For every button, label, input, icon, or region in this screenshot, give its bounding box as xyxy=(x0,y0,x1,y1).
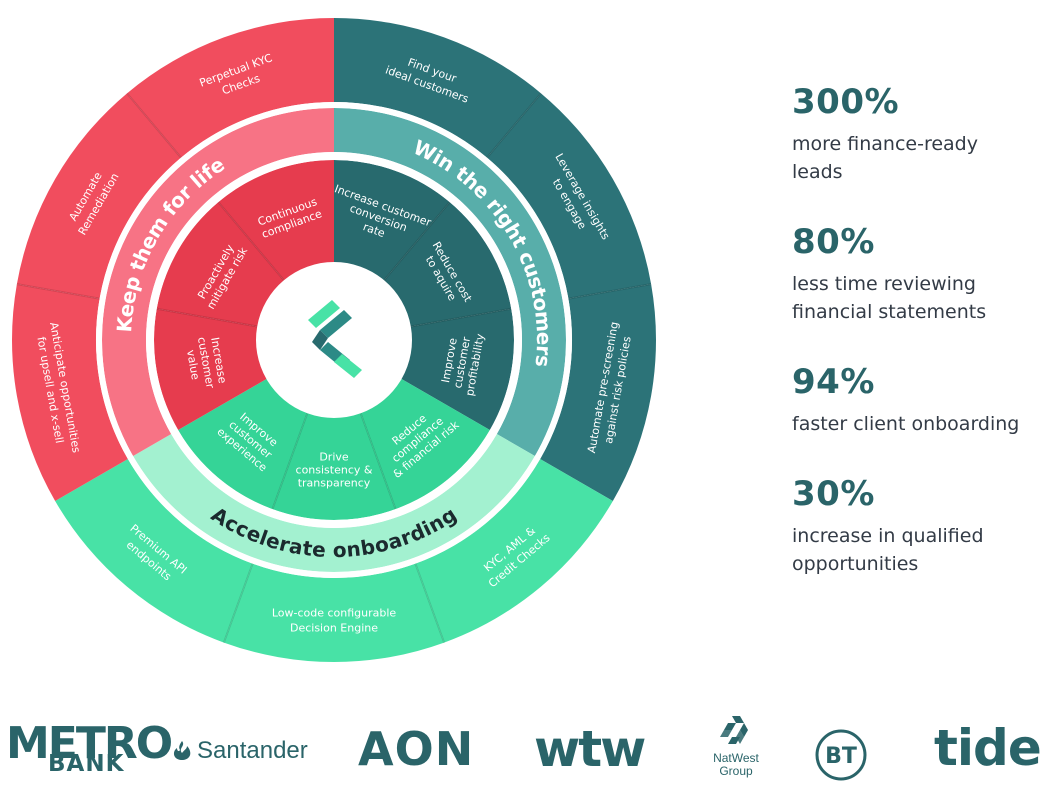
outer-segment-perpetual-kyc xyxy=(127,17,334,158)
inner-segment-reduce-compliance-risk xyxy=(360,379,490,510)
ring-gap xyxy=(146,152,522,528)
band-teal xyxy=(334,108,566,456)
flame-icon xyxy=(173,741,191,760)
stat-item: 30% increase in qualified opportunities xyxy=(792,474,1040,578)
segment-divider xyxy=(359,412,397,510)
tide-logo: tide xyxy=(934,719,1040,777)
inner-segment-increase-customer-value xyxy=(153,308,267,430)
segment-divider xyxy=(222,563,254,643)
segment-divider xyxy=(156,307,258,328)
outer-segment-low-code-engine xyxy=(223,563,445,662)
stat-value: 80% xyxy=(792,222,875,262)
outer-segment-find-ideal-customers xyxy=(334,18,541,158)
stat-label: more finance-ready leads xyxy=(792,130,1040,186)
outer-segment-leverage-insights xyxy=(486,93,652,299)
inner-segment-mitigate-risk xyxy=(156,202,284,327)
inner-segment-drive-consistency xyxy=(272,413,396,520)
stat-label-line: less time reviewing xyxy=(792,273,976,295)
band-green xyxy=(133,434,535,572)
segment-divider xyxy=(217,201,285,281)
stat-label-line: increase in qualified xyxy=(792,525,984,547)
natwest-wordmark: NatWest xyxy=(713,751,759,765)
inner-segment-reduce-acquire-cost xyxy=(384,202,512,327)
stat-label-line: financial statements xyxy=(792,301,987,323)
outer-segment-automate-prescreening xyxy=(540,284,656,501)
ring-gap xyxy=(96,102,572,578)
segment-divider xyxy=(410,307,512,328)
stat-label-line: opportunities xyxy=(792,553,919,575)
inner-segment-increase-conversion xyxy=(334,160,450,281)
metro-bank-logo: METRO xyxy=(6,718,173,769)
stat-value: 94% xyxy=(792,362,875,402)
stat-label: faster client onboarding xyxy=(792,410,1040,438)
metro-bank-logo-subtitle: BANK xyxy=(48,751,125,777)
outer-segment-automate-remediation xyxy=(16,93,182,299)
segment-divider xyxy=(271,412,309,510)
stat-item: 94% faster client onboarding xyxy=(792,362,1040,438)
inner-segment-continuous-compliance xyxy=(218,160,334,281)
bt-logo: BT xyxy=(814,728,868,782)
stat-item: 300% more finance-ready leads xyxy=(792,82,1040,186)
stat-value: 30% xyxy=(792,474,875,514)
band-red xyxy=(102,108,335,456)
stat-label: less time reviewing financial statements xyxy=(792,270,1040,326)
stat-label: increase in qualified opportunities xyxy=(792,522,1040,578)
bt-wordmark: BT xyxy=(825,744,857,769)
natwest-cube-icon xyxy=(720,716,748,744)
inner-label-improve-profitability: Improvecustomerprofitability xyxy=(438,328,487,397)
brand-logo-icon xyxy=(308,300,362,378)
stat-label-line: leads xyxy=(792,161,843,183)
stat-value: 300% xyxy=(792,82,900,122)
stat-label-line: more finance-ready xyxy=(792,133,978,155)
santander-logo: Santander xyxy=(172,736,308,766)
stat-item: 80% less time reviewing financial statem… xyxy=(792,222,1040,326)
outer-segment-kyc-aml-credit xyxy=(415,459,613,643)
segment-divider xyxy=(486,92,542,159)
segment-divider xyxy=(383,201,451,281)
inner-segment-improve-experience xyxy=(178,379,308,510)
segment-divider xyxy=(568,283,652,300)
segment-divider xyxy=(16,283,100,300)
wtw-logo: wtw xyxy=(534,720,646,778)
stat-label-line: faster client onboarding xyxy=(792,413,1020,435)
bt-roundel-icon: BT xyxy=(815,729,867,781)
inner-label-increase-customer-value: Increasecustomervalue xyxy=(182,334,229,392)
inner-segment-improve-profitability xyxy=(401,308,514,430)
aon-logo: AON xyxy=(358,722,475,776)
center-circle xyxy=(259,265,409,415)
segment-divider xyxy=(414,563,446,643)
stats-panel: 300% more finance-ready leads 80% less t… xyxy=(792,82,1040,614)
client-logos: METRO BANK Santander AON wtw NatWest Gro… xyxy=(0,712,1040,800)
outer-segment-anticipate-opportunities xyxy=(11,284,128,501)
segment-divider xyxy=(126,92,182,159)
natwest-group-text: Group xyxy=(719,764,753,778)
outer-segment-premium-api xyxy=(55,459,253,643)
natwest-logo: NatWest Group xyxy=(706,714,766,778)
santander-wordmark: Santander xyxy=(197,737,308,764)
